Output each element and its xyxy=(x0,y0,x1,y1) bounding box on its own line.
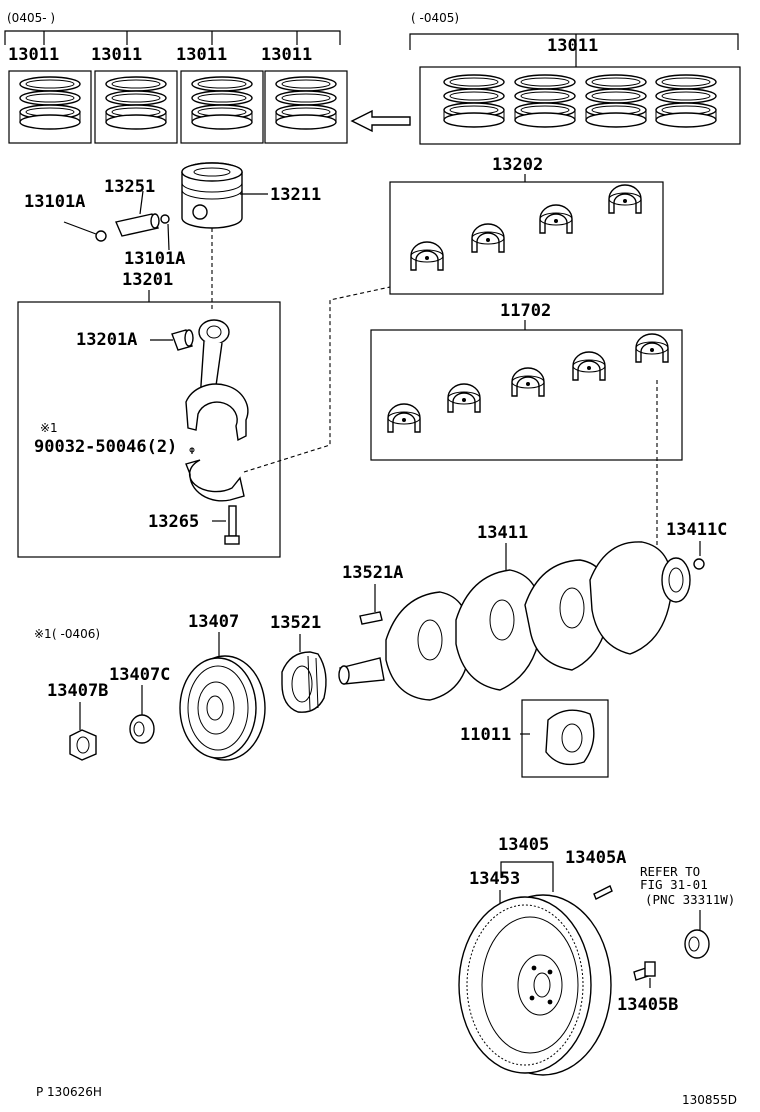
part-13453[interactable]: 13453 xyxy=(469,869,520,889)
pilot-bearing-drawing xyxy=(684,929,710,959)
thrust-washer-box xyxy=(521,699,609,778)
refer-note-3: (PNC 33311W) xyxy=(645,892,735,907)
range-bracket-right xyxy=(409,33,739,67)
part-13011-d[interactable]: 13011 xyxy=(261,45,312,65)
part-13101a-left[interactable]: 13101A xyxy=(24,192,85,212)
rod-bearing-drawings xyxy=(410,184,642,271)
part-13201a[interactable]: 13201A xyxy=(76,330,137,350)
part-13521a[interactable]: 13521A xyxy=(342,563,403,583)
pulley-drawing xyxy=(179,655,266,761)
bolt-note-mark: ※1 xyxy=(40,421,58,435)
arrow-left-icon xyxy=(350,109,411,133)
conn-rod-box xyxy=(17,301,281,558)
range-bracket-left xyxy=(4,30,341,45)
part-13405a[interactable]: 13405A xyxy=(565,848,626,868)
pulley-washer-drawing xyxy=(129,714,155,744)
flywheel-drawing xyxy=(458,894,612,1076)
part-13411[interactable]: 13411 xyxy=(477,523,528,543)
rod-bushing-drawing xyxy=(171,329,194,351)
main-bearing-drawings xyxy=(387,333,669,433)
rod-cap-drawing xyxy=(185,459,245,502)
note-1-range: ( -0406) xyxy=(52,627,100,641)
rod-bearing-box xyxy=(389,181,664,295)
range-right-note: ( -0405) xyxy=(411,11,459,25)
part-13407c[interactable]: 13407C xyxy=(109,665,170,685)
part-13211[interactable]: 13211 xyxy=(270,185,321,205)
part-13011-a[interactable]: 13011 xyxy=(8,45,59,65)
piston-drawing xyxy=(181,162,243,229)
connecting-rod-drawing xyxy=(185,319,249,442)
key-drawing xyxy=(359,611,383,625)
part-90032-50046[interactable]: 90032-50046(2) xyxy=(34,437,177,457)
part-11702[interactable]: 11702 xyxy=(500,301,551,321)
crankshaft-drawing xyxy=(338,541,691,701)
range-left-note: (0405- ) xyxy=(7,11,55,25)
part-13011-c[interactable]: 13011 xyxy=(176,45,227,65)
piston-pin-drawing xyxy=(115,213,160,237)
thrust-washer-drawing xyxy=(545,709,595,766)
footer-left-code: P 130626H xyxy=(36,1085,102,1099)
part-13101a-right[interactable]: 13101A xyxy=(124,249,185,269)
part-13521[interactable]: 13521 xyxy=(270,613,321,633)
part-13202[interactable]: 13202 xyxy=(492,155,543,175)
main-bearing-box xyxy=(370,329,683,461)
part-13411c[interactable]: 13411C xyxy=(666,520,727,540)
refer-note-2: FIG 31-01 xyxy=(640,877,708,892)
part-13011-big[interactable]: 13011 xyxy=(547,36,598,56)
pulley-nut-drawing xyxy=(69,729,97,761)
flywheel-bolt-drawing xyxy=(633,961,656,981)
footer-right-code: 130855D xyxy=(682,1093,737,1107)
ring-set-boxes-left xyxy=(8,70,348,144)
part-13405[interactable]: 13405 xyxy=(498,835,549,855)
part-13251[interactable]: 13251 xyxy=(104,177,155,197)
timing-gear-drawing xyxy=(281,651,327,713)
note-1-mark: ※1 xyxy=(34,627,52,641)
part-13201[interactable]: 13201 xyxy=(122,270,173,290)
part-13407[interactable]: 13407 xyxy=(188,612,239,632)
refer-note-1: REFER TO xyxy=(640,864,700,879)
part-13405b[interactable]: 13405B xyxy=(617,995,678,1015)
part-13407b[interactable]: 13407B xyxy=(47,681,108,701)
part-13011-b[interactable]: 13011 xyxy=(91,45,142,65)
flywheel-pin-drawing xyxy=(593,885,613,900)
part-11011[interactable]: 11011 xyxy=(460,725,511,745)
part-13265[interactable]: 13265 xyxy=(148,512,199,532)
rod-bolt-drawing xyxy=(224,505,240,545)
ring-set-box-right xyxy=(419,66,741,145)
